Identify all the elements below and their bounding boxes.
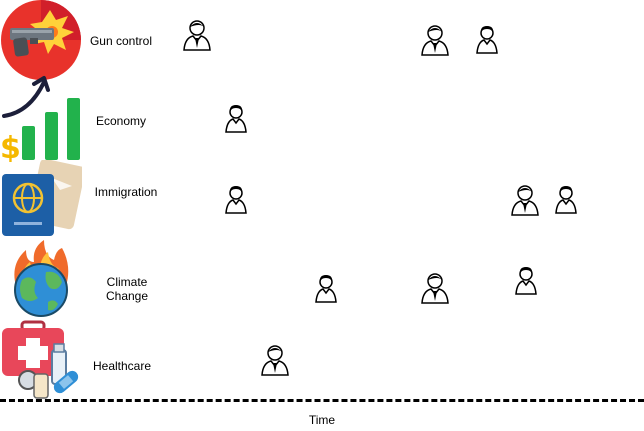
person-man-icon xyxy=(420,24,449,56)
passport-icon xyxy=(0,158,86,240)
person-woman-icon xyxy=(313,273,339,303)
person-man-icon xyxy=(260,344,289,376)
healthcare-icon xyxy=(0,320,84,402)
topic-label-immigration: Immigration xyxy=(94,185,158,199)
economy-icon: $ xyxy=(0,96,84,166)
person-woman-icon xyxy=(223,184,249,214)
topic-label-gun-control: Gun control xyxy=(89,34,153,48)
person-woman-icon xyxy=(223,103,249,133)
person-man-icon xyxy=(182,19,212,51)
person-woman-icon xyxy=(474,24,500,54)
person-man-icon xyxy=(420,272,449,304)
person-woman-icon xyxy=(553,184,579,214)
topic-label-economy: Economy xyxy=(95,114,147,128)
topic-label-healthcare: Healthcare xyxy=(92,359,152,373)
gun-control-icon xyxy=(0,0,82,80)
climate-change-icon xyxy=(8,240,74,318)
timeline-axis xyxy=(0,399,644,402)
svg-text:$: $ xyxy=(0,131,21,162)
person-man-icon xyxy=(510,184,539,216)
topic-label-climate-change: Climate Change xyxy=(105,275,149,303)
upward-arrow-icon xyxy=(0,72,60,122)
axis-label-time: Time xyxy=(308,413,336,427)
person-woman-icon xyxy=(513,265,539,295)
